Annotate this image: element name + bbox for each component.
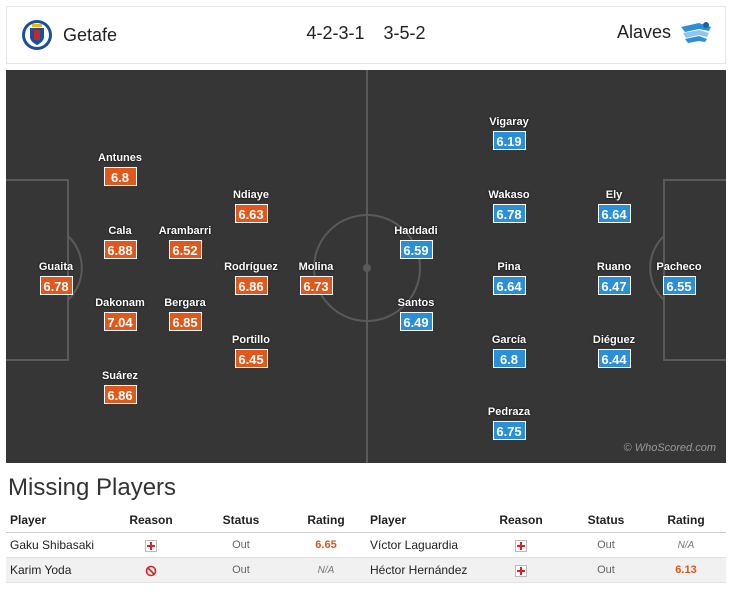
away-player[interactable]: Santos 6.49 (397, 297, 435, 331)
suspended-icon (145, 565, 157, 577)
home-player[interactable]: Portillo 6.45 (232, 334, 270, 368)
home-player[interactable]: Arambarri 6.52 (158, 225, 212, 259)
player-rating: 6.64 (492, 276, 526, 295)
column-header: Rating (646, 508, 726, 533)
player-rating: 6.59 (399, 240, 433, 259)
column-header: Reason (106, 508, 196, 533)
rating-cell: N/A (286, 557, 366, 583)
player-rating: 6.45 (234, 349, 268, 368)
player-rating: 6.75 (492, 421, 526, 440)
player-rating: 6.47 (597, 276, 631, 295)
away-player[interactable]: García 6.8 (491, 334, 527, 368)
home-player[interactable]: Cala 6.88 (80, 225, 160, 260)
player-rating: 6.78 (492, 204, 526, 223)
player-rating: 6.64 (597, 204, 631, 223)
away-player[interactable]: Pedraza 6.75 (487, 406, 531, 440)
getafe-crest-icon (22, 20, 52, 50)
away-formation: 3-5-2 (383, 23, 426, 43)
status-cell: Out (566, 557, 646, 583)
away-player[interactable]: Haddadi 6.59 (394, 225, 438, 259)
column-header: Player (366, 508, 476, 533)
column-header: Reason (476, 508, 566, 533)
away-player[interactable]: Pacheco 6.55 (656, 261, 702, 295)
player-rating: 7.04 (103, 312, 137, 331)
player-rating: 6.8 (103, 167, 137, 186)
table-row: Gaku Shibasaki Out 6.65 Víctor Laguardia… (6, 532, 726, 558)
player-rating: 6.86 (103, 385, 137, 404)
home-player[interactable]: Bergara 6.85 (164, 297, 206, 331)
reason-cell (106, 557, 196, 583)
player-name-link[interactable]: Karim Yoda (6, 557, 106, 583)
away-player[interactable]: Diéguez 6.44 (592, 334, 636, 368)
player-rating: 6.49 (399, 312, 433, 331)
home-player[interactable]: Suárez 6.86 (101, 370, 139, 404)
home-player[interactable]: Rodríguez 6.86 (224, 261, 278, 295)
player-rating: 6.88 (103, 240, 137, 259)
away-player[interactable]: Ely 6.64 (574, 189, 654, 224)
home-player[interactable]: Antunes 6.8 (98, 152, 142, 186)
injury-icon (515, 564, 527, 577)
home-player[interactable]: Guaita 6.78 (38, 261, 74, 295)
home-player[interactable]: Dakonam 7.04 (95, 297, 145, 331)
match-header: Getafe 4-2-3-1 3-5-2 Alaves (6, 6, 726, 64)
home-team[interactable]: Getafe (21, 19, 117, 51)
injury-icon (515, 539, 527, 552)
reason-cell (476, 557, 566, 583)
away-player[interactable]: Wakaso 6.78 (488, 189, 530, 223)
player-rating: 6.52 (168, 240, 202, 259)
player-rating: 6.55 (662, 276, 696, 295)
away-player[interactable]: Vigaray 6.19 (489, 116, 529, 150)
reason-cell (476, 532, 566, 558)
rating-cell: 6.65 (286, 532, 366, 558)
player-rating: 6.78 (39, 276, 73, 295)
watermark: © WhoScored.com (623, 442, 716, 454)
player-rating: 6.8 (492, 349, 526, 368)
column-header: Status (566, 508, 646, 533)
column-header: Player (6, 508, 106, 533)
table-header: Player Reason Status Rating Player Reaso… (6, 508, 726, 533)
player-rating: 6.86 (234, 276, 268, 295)
pitch: Guaita 6.78 Antunes 6.8 Cala 6.88 Dakona… (6, 70, 726, 463)
away-team-name: Alaves (616, 21, 671, 42)
rating-cell: N/A (646, 532, 726, 558)
status-cell: Out (196, 532, 286, 558)
formations: 4-2-3-1 3-5-2 (7, 23, 725, 44)
home-team-name: Getafe (63, 24, 118, 45)
rating-cell: 6.13 (646, 557, 726, 583)
status-cell: Out (196, 557, 286, 583)
pitch-lines (6, 70, 726, 463)
home-player[interactable]: Molina 6.73 (298, 261, 334, 295)
status-cell: Out (566, 532, 646, 558)
player-rating: 6.63 (234, 204, 268, 223)
missing-players-title: Missing Players (8, 474, 177, 501)
missing-players-table: Player Reason Status Rating Player Reaso… (6, 508, 726, 583)
player-rating: 6.19 (492, 131, 526, 150)
reason-cell (106, 532, 196, 558)
home-player[interactable]: Ndiaye 6.63 (232, 189, 270, 223)
column-header: Rating (286, 508, 366, 533)
injury-icon (145, 539, 157, 552)
home-formation: 4-2-3-1 (306, 23, 365, 43)
player-rating: 6.44 (597, 349, 631, 368)
player-name-link[interactable]: Víctor Laguardia (366, 532, 476, 558)
away-player[interactable]: Ruano 6.47 (596, 261, 632, 295)
player-rating: 6.73 (299, 276, 333, 295)
player-name-link[interactable]: Héctor Hernández (366, 557, 476, 583)
table-row: Karim Yoda Out N/A Héctor Hernández Out … (6, 557, 726, 583)
away-team[interactable]: Alaves (617, 19, 713, 45)
column-header: Status (196, 508, 286, 533)
alaves-crest-icon (681, 22, 711, 43)
away-player[interactable]: Pina 6.64 (469, 261, 549, 296)
player-rating: 6.85 (168, 312, 202, 331)
player-name-link[interactable]: Gaku Shibasaki (6, 532, 106, 558)
